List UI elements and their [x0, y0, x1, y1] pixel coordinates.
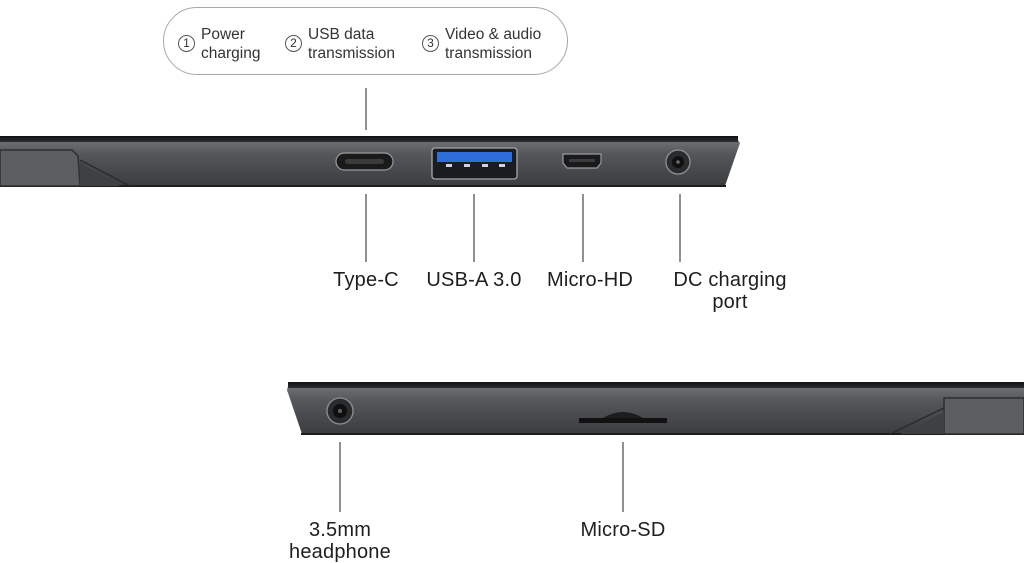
micro-sd-label: Micro-SD [580, 519, 666, 541]
feature-number-3: 3 [422, 35, 439, 52]
micro-hd-port-icon [562, 153, 602, 169]
feature-power-charging: 1 Power charging [178, 25, 260, 63]
headphone-jack-icon [326, 397, 354, 425]
type-c-port-icon [335, 152, 394, 171]
micro-hd-label: Micro-HD [546, 269, 634, 291]
dc-charging-port-label: DC charging port [673, 269, 787, 313]
feature-number-1: 1 [178, 35, 195, 52]
feature-callout: 1 Power charging 2 USB data transmission… [163, 7, 568, 75]
type-c-label: Type-C [333, 269, 399, 291]
feature-label-2: USB data transmission [308, 26, 395, 62]
feature-label-3: Video & audio transmission [445, 26, 542, 62]
leader-lines [339, 88, 681, 512]
dc-port-icon [665, 149, 691, 175]
usb-a-label: USB-A 3.0 [426, 269, 522, 291]
headphone-label: 3.5mm headphone [289, 519, 391, 563]
usb-a-port-icon [431, 147, 518, 180]
bottom-device-edge [287, 382, 1024, 435]
micro-sd-slot-icon [579, 412, 667, 423]
feature-usb-data: 2 USB data transmission [285, 25, 395, 63]
feature-number-2: 2 [285, 35, 302, 52]
feature-label-1: Power charging [201, 26, 261, 62]
feature-video-audio: 3 Video & audio transmission [422, 25, 541, 63]
